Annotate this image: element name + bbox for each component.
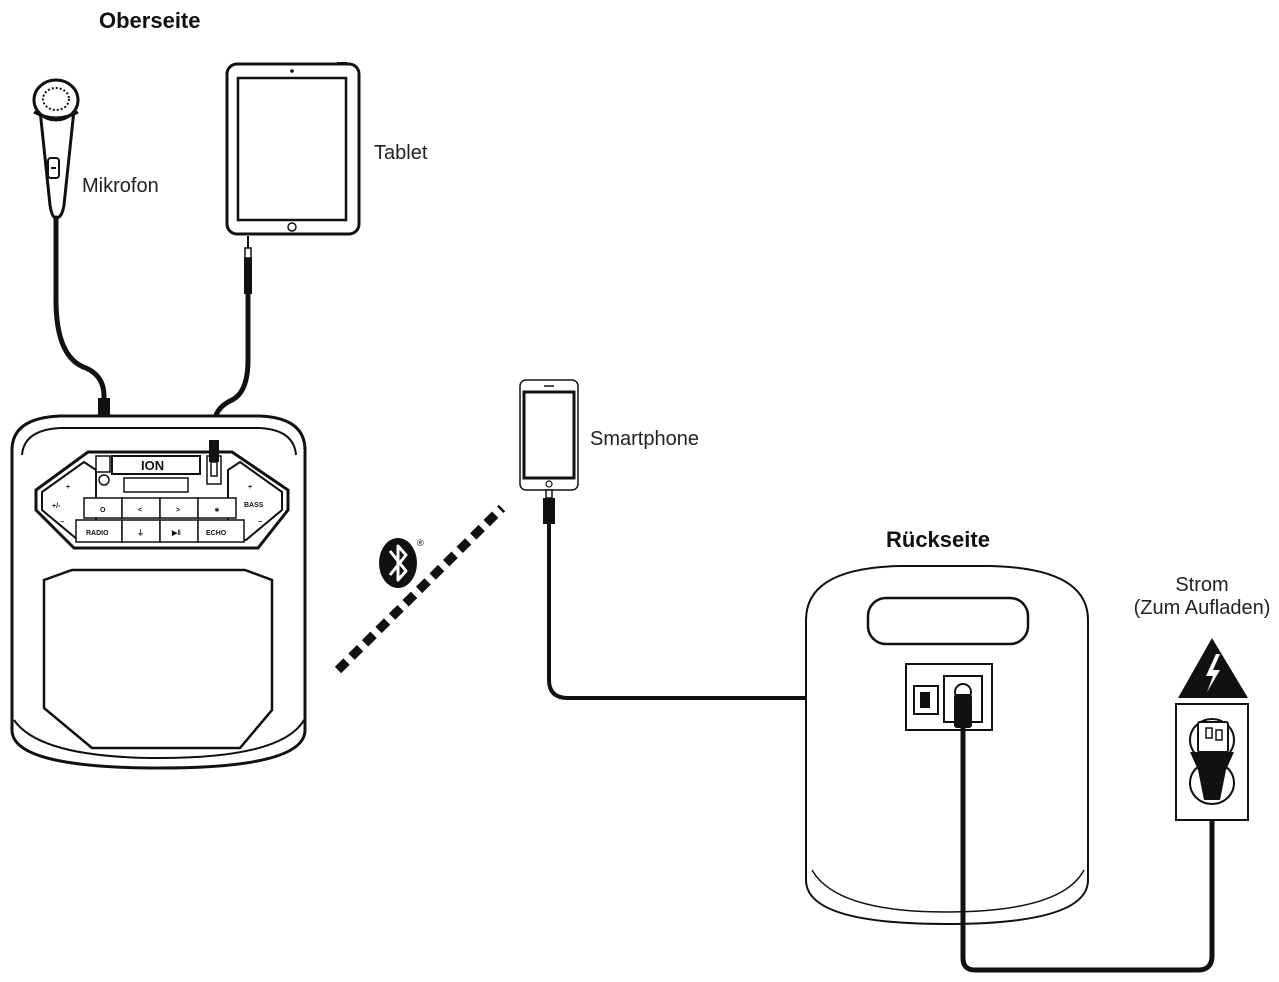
ion-logo: ION	[141, 458, 164, 473]
svg-text:∗: ∗	[214, 507, 220, 514]
svg-text:+: +	[248, 484, 252, 491]
svg-text:⏚: ⏚	[137, 529, 144, 537]
radio-button-label: RADIO	[86, 530, 109, 537]
bass-button-label: BASS	[244, 502, 264, 509]
svg-text:O: O	[100, 507, 106, 514]
power-label-line1: Strom	[1175, 574, 1229, 596]
power-label: Strom (Zum Aufladen)	[1126, 574, 1278, 620]
svg-text:−: −	[60, 519, 64, 526]
svg-text:>: >	[176, 507, 180, 514]
svg-text:−: −	[258, 519, 262, 526]
high-voltage-warning-icon	[1178, 638, 1248, 698]
microphone-label: Mikrofon	[82, 175, 159, 197]
bluetooth-icon	[379, 538, 417, 588]
handle-slot	[866, 596, 1030, 646]
power-cable	[960, 728, 1215, 973]
svg-text:▶‖: ▶‖	[171, 530, 181, 537]
speaker-back-view	[805, 565, 1089, 926]
smartphone-label: Smartphone	[590, 428, 699, 450]
power-plug-speaker	[954, 694, 972, 728]
oberseite-heading: Oberseite	[99, 8, 201, 33]
smartphone-usb-cable	[547, 524, 880, 700]
tablet	[225, 62, 361, 236]
bluetooth-registered-mark: ®	[417, 538, 424, 548]
smartphone	[519, 379, 579, 491]
svg-text:<: <	[138, 507, 142, 514]
echo-button-label: ECHO	[206, 530, 227, 537]
tablet-audio-plug	[244, 236, 252, 294]
power-label-line2: (Zum Aufladen)	[1133, 597, 1271, 619]
bluetooth-link-line	[334, 504, 506, 674]
power-plug-outlet	[1190, 721, 1234, 800]
speaker-top-view: + +/- − + BASS − ION O < > ∗ RADIO ⏚ ▶‖ …	[10, 414, 307, 770]
tablet-label: Tablet	[374, 142, 428, 164]
microphone	[32, 78, 80, 220]
rueckseite-heading: Rückseite	[886, 527, 990, 552]
svg-text:+/-: +/-	[52, 503, 61, 510]
microphone-cable	[53, 215, 107, 423]
smartphone-usb-plug	[543, 489, 555, 524]
svg-text:+: +	[66, 484, 70, 491]
